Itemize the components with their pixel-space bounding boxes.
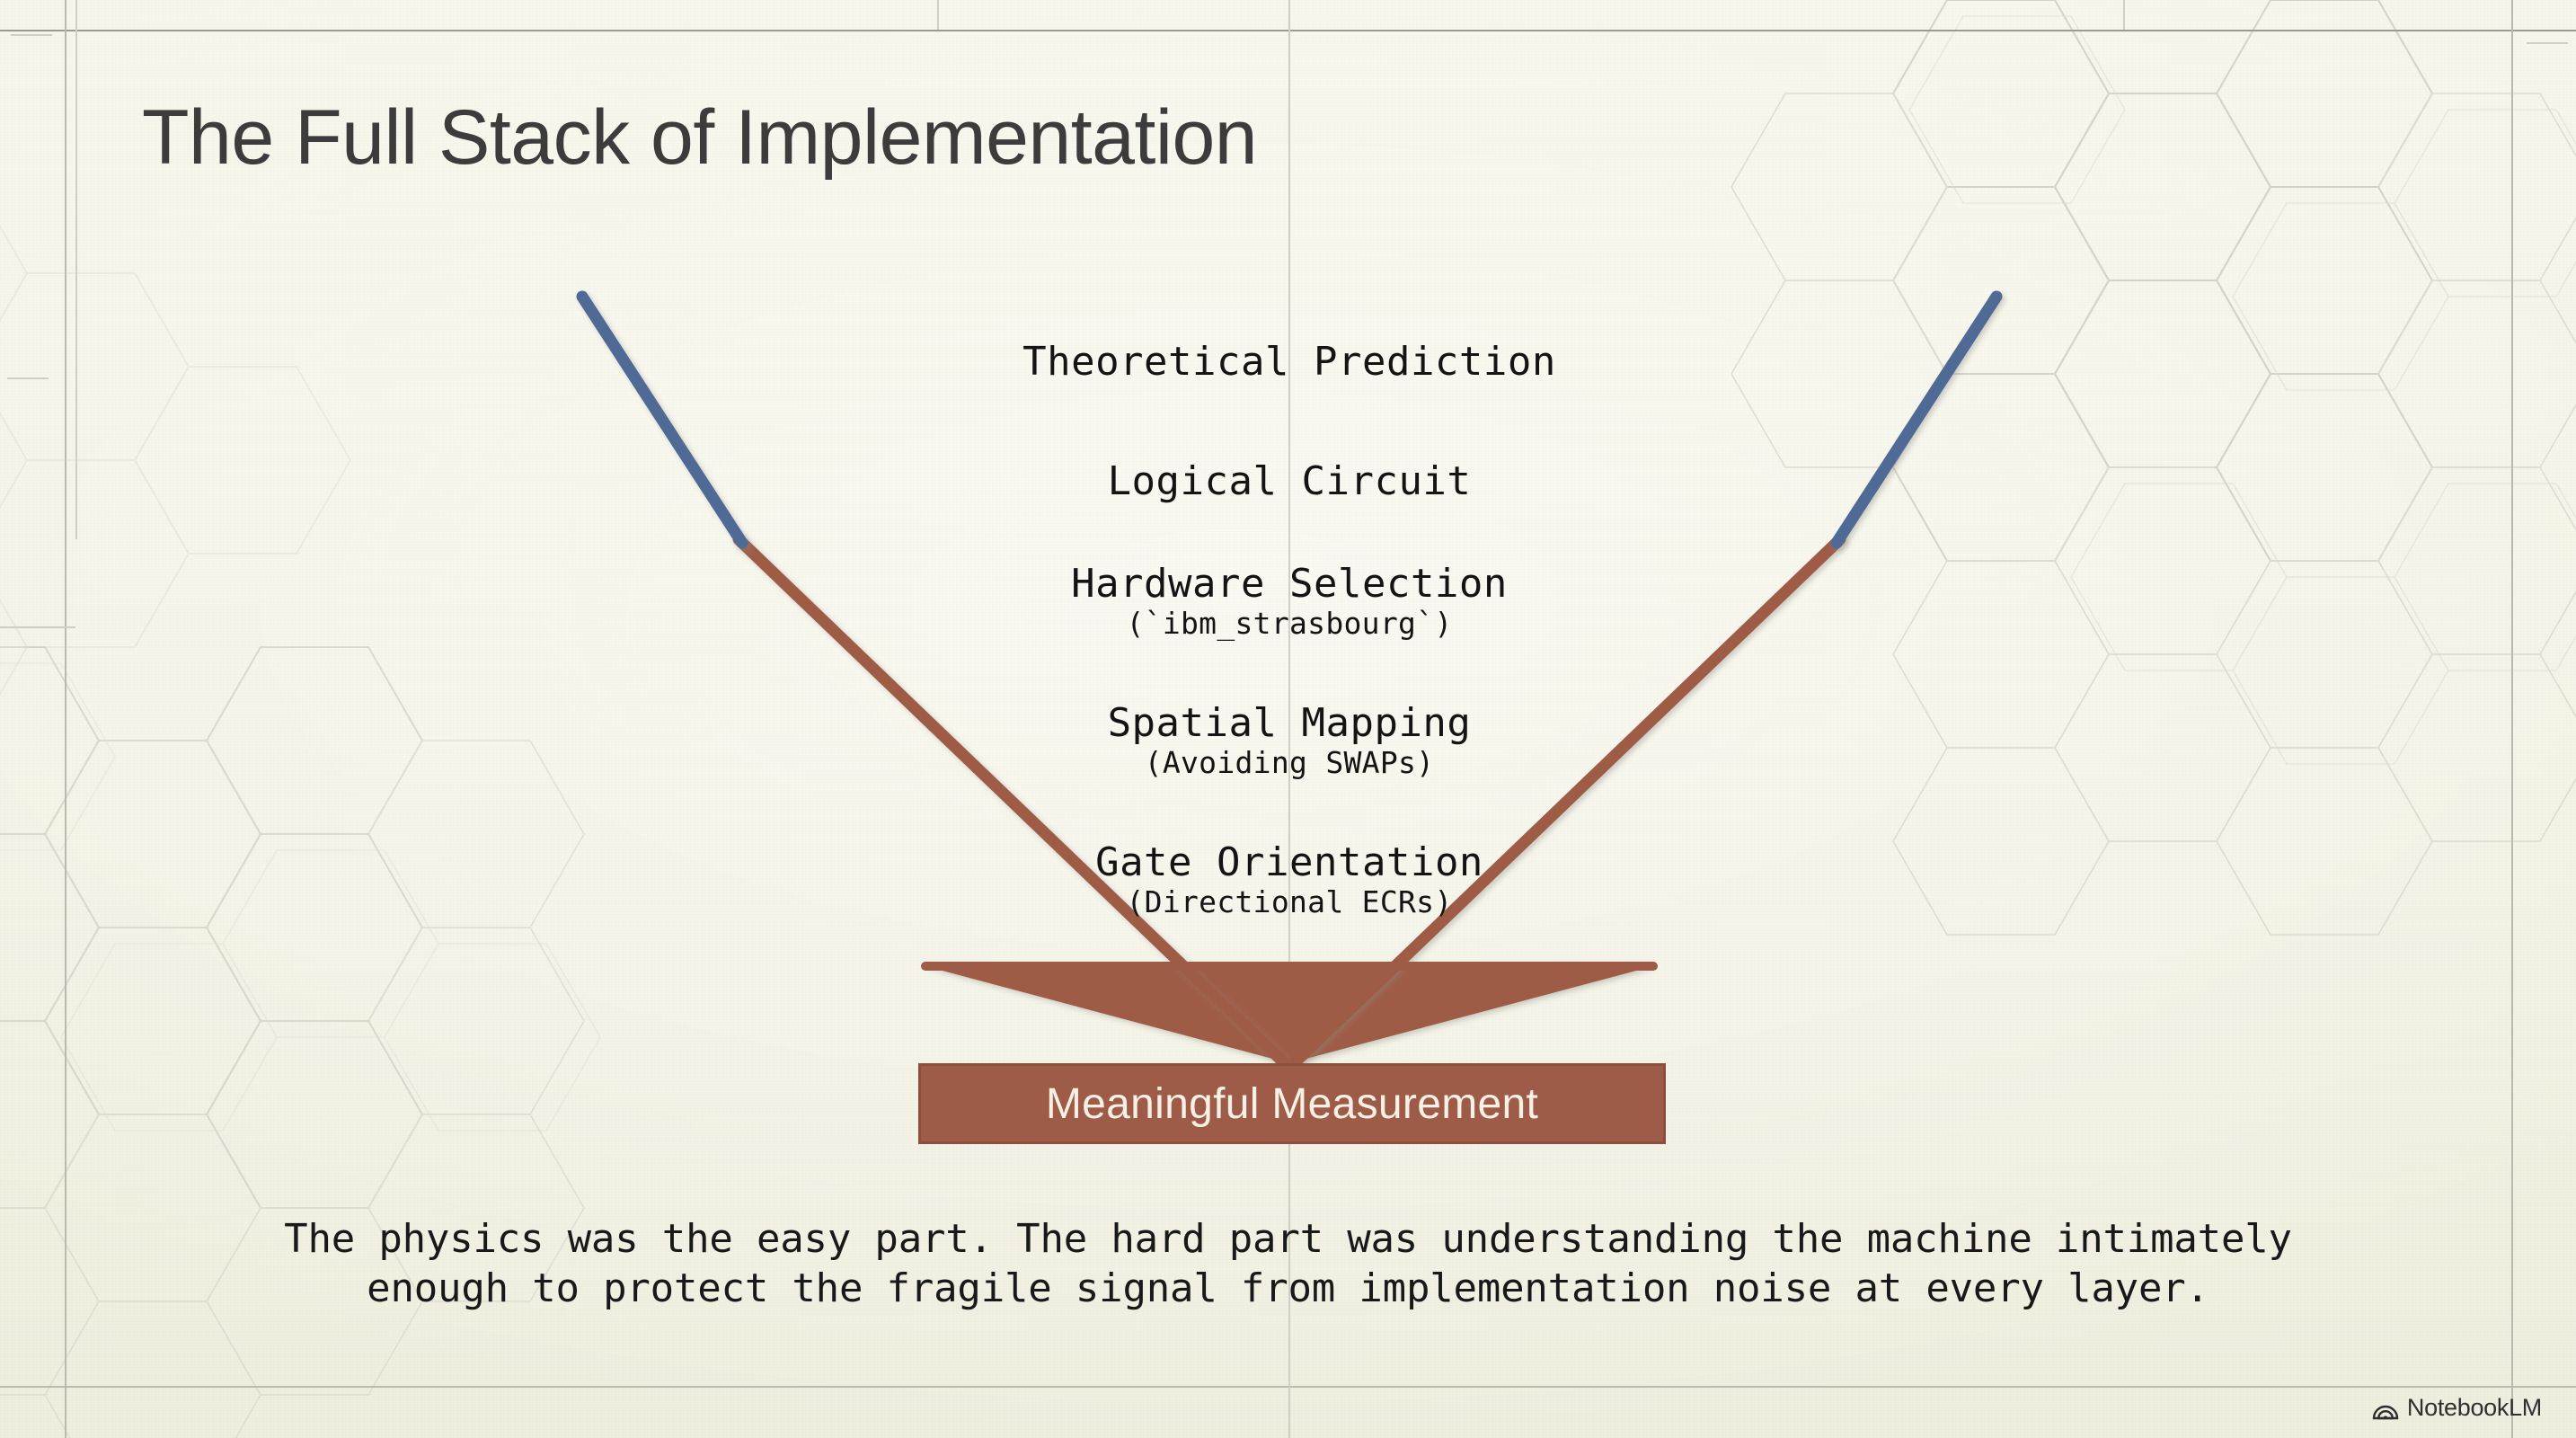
notebooklm-spiral-icon bbox=[2372, 1405, 2399, 1419]
outcome-label: Meaningful Measurement bbox=[1045, 1079, 1539, 1128]
caption-line-1: The physics was the easy part. The hard … bbox=[284, 1216, 2292, 1262]
funnel-tip bbox=[925, 966, 1653, 1063]
page-title: The Full Stack of Implementation bbox=[142, 94, 1258, 181]
notebooklm-label: NotebookLM bbox=[2406, 1394, 2542, 1421]
funnel-edge-brown-right bbox=[1283, 533, 1846, 1074]
notebooklm-watermark: NotebookLM bbox=[2372, 1394, 2542, 1422]
caption-line-2: enough to protect the fragile signal fro… bbox=[367, 1265, 2209, 1312]
outcome-box: Meaningful Measurement bbox=[918, 1063, 1666, 1144]
slide-caption: The physics was the easy part. The hard … bbox=[0, 1214, 2576, 1314]
funnel-edge-brown-left bbox=[732, 533, 1296, 1074]
